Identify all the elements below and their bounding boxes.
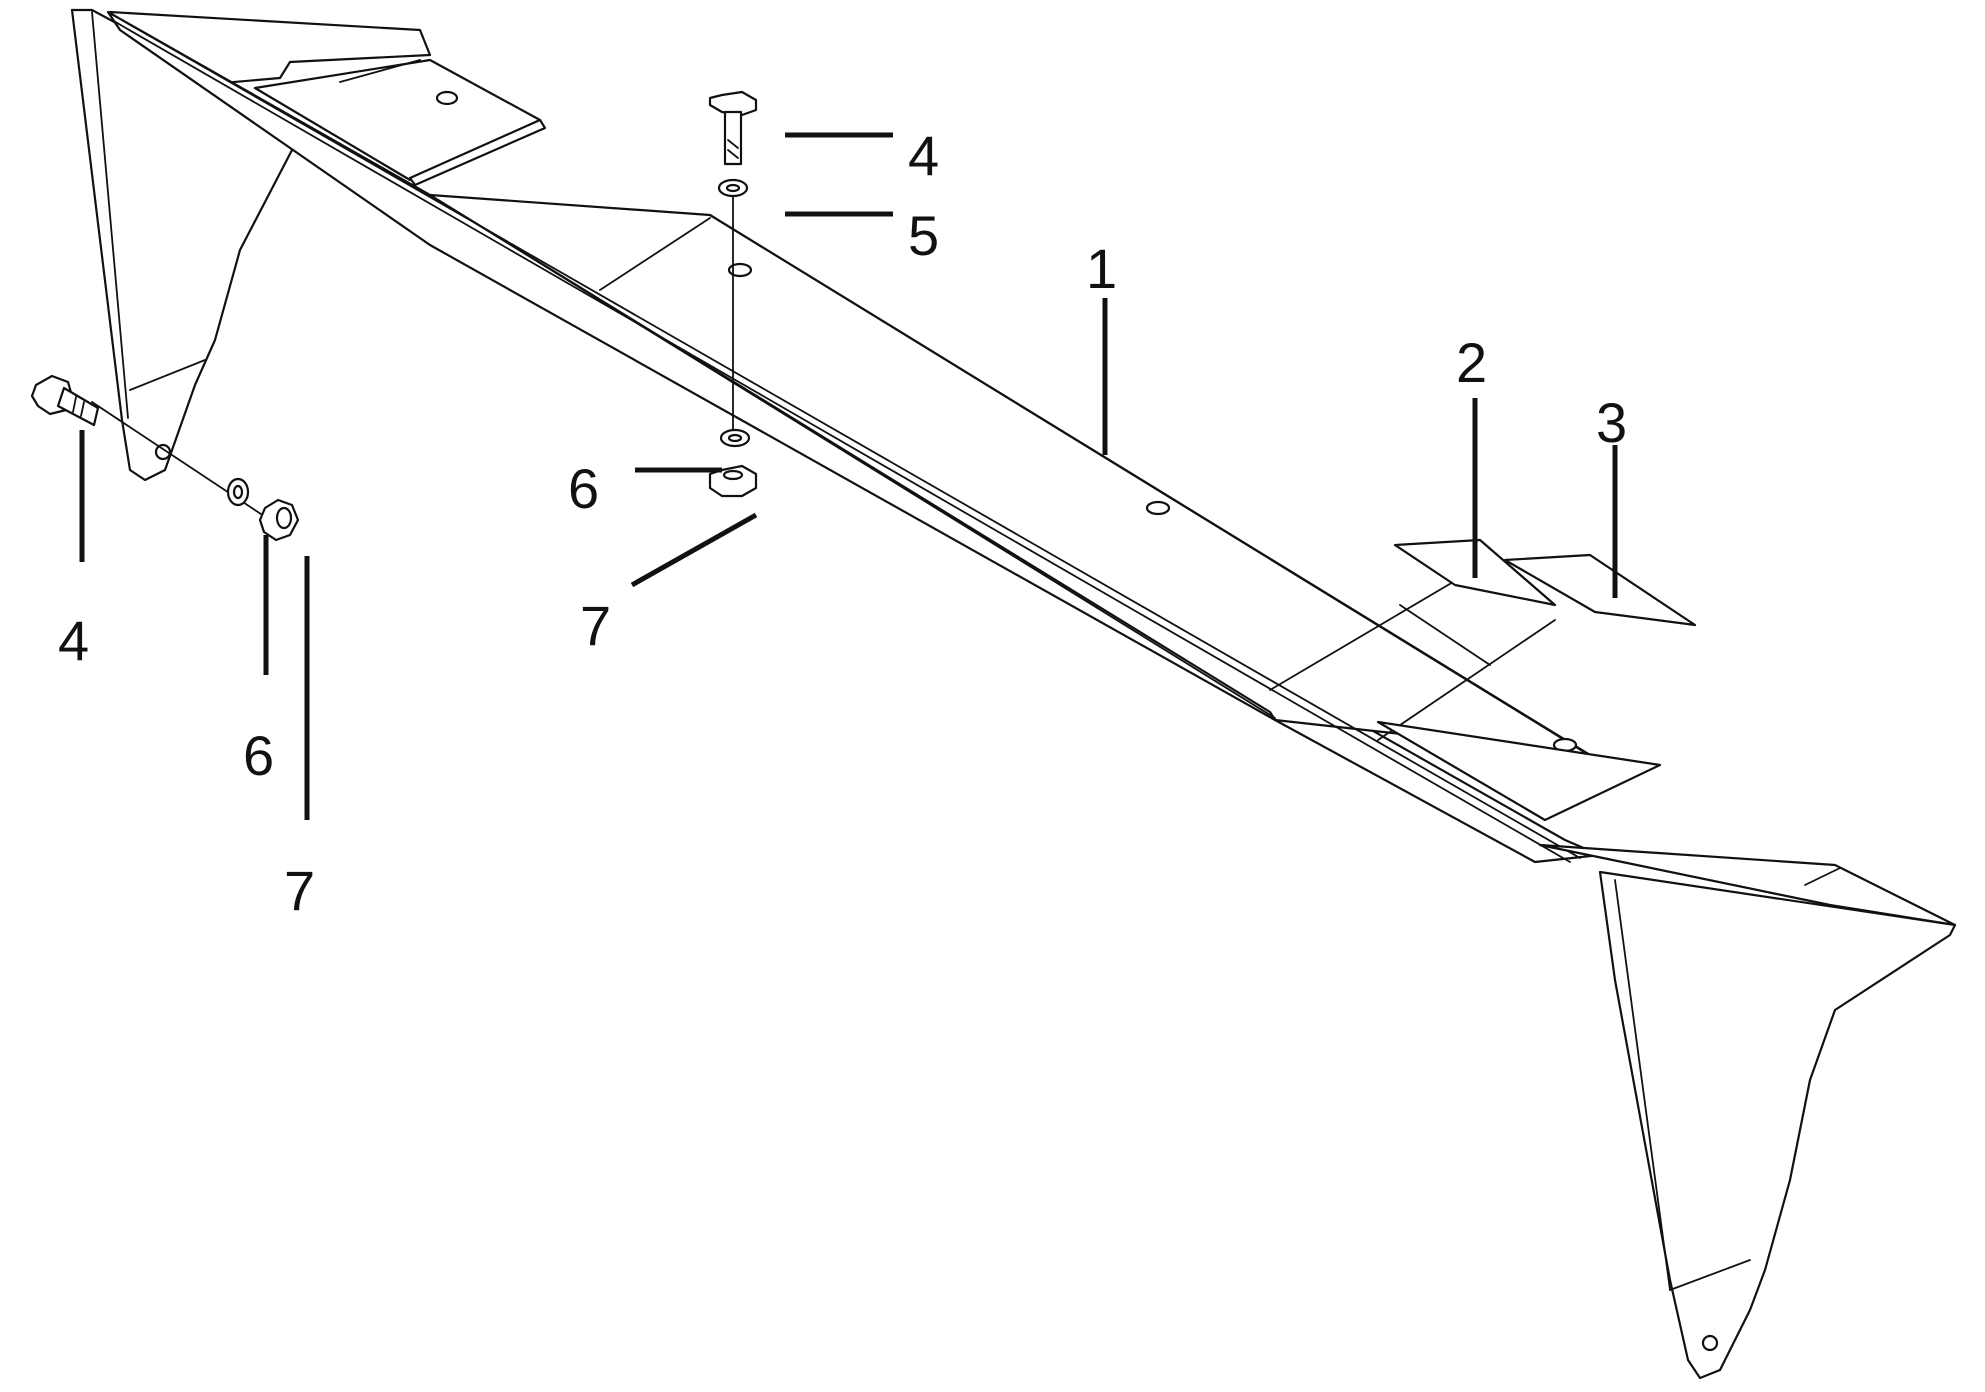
left-bolt [30,374,100,427]
callout-7-center: 7 [580,594,611,657]
left-wing-slot-hole [435,90,459,106]
callout-4-center: 4 [908,124,939,187]
left-down-arm [70,8,307,482]
center-bolt-slot [727,262,753,278]
left-washer [226,477,250,507]
right-down-arm [1598,870,1957,1380]
callout-labels: 1 2 3 4 5 6 7 4 6 7 [58,124,1627,922]
callout-5-center: 5 [908,204,939,267]
callout-2: 2 [1456,331,1487,394]
main-blade-bar [106,10,1662,864]
callout-6-left: 6 [243,724,274,787]
left-hardware-stack [30,374,300,542]
left-nut [258,498,300,542]
air-lift-sail-3 [1503,553,1697,627]
callout-6-center: 6 [568,457,599,520]
center-bolt [708,90,758,166]
center-pivot-slot [1145,500,1171,516]
right-arm-mounting-hole [1701,1334,1719,1352]
center-nut [708,464,758,498]
center-washer-upper [717,178,749,198]
leader-7a [630,512,758,588]
callout-7-left: 7 [284,859,315,922]
callout-3: 3 [1596,391,1627,454]
center-washer-lower [719,428,751,448]
callout-1: 1 [1086,237,1117,300]
callout-4-left: 4 [58,609,89,672]
left-arm-mounting-hole [154,443,172,461]
center-hardware-stack [708,90,758,498]
leader-lines [79,132,1618,820]
